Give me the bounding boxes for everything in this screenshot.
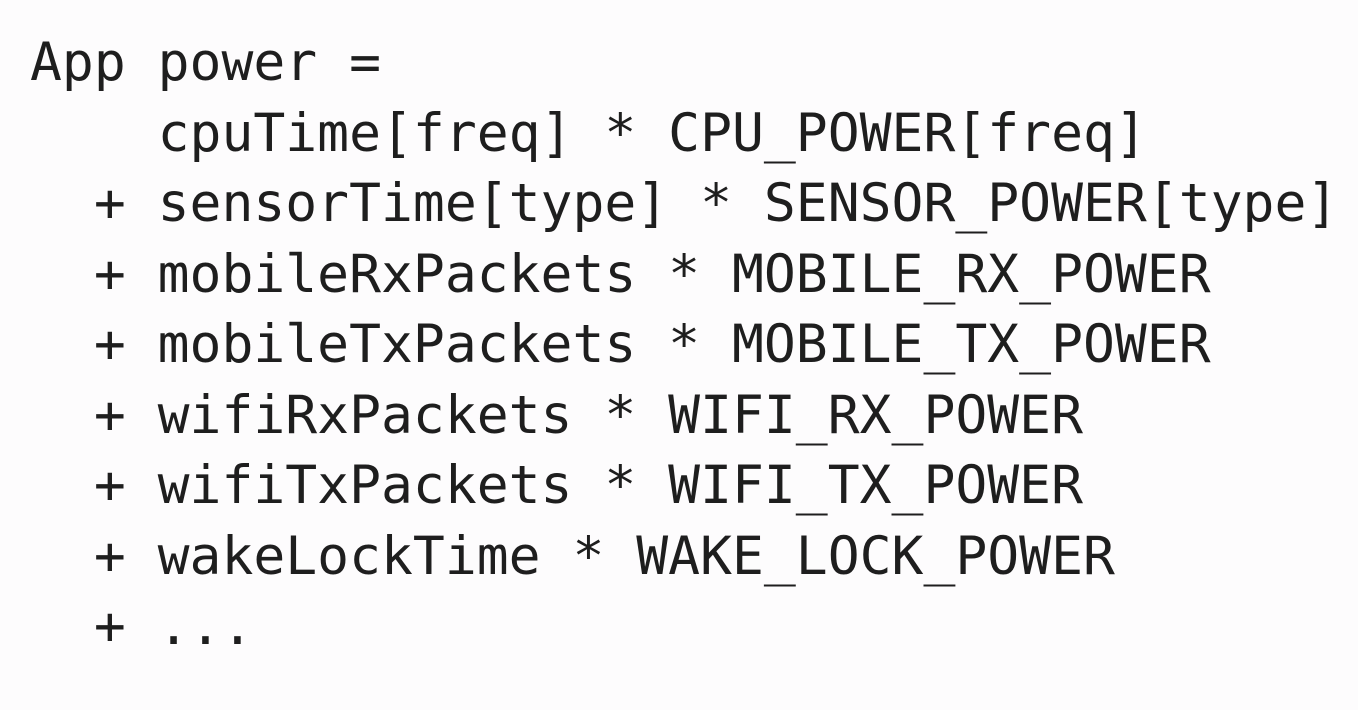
formula-line-mobile-tx: + mobileTxPackets * MOBILE_TX_POWER [30, 314, 1211, 375]
formula-line-app-power: App power = [30, 32, 381, 93]
app-power-formula: App power = cpuTime[freq] * CPU_POWER[fr… [30, 28, 1338, 663]
formula-line-ellipsis: + ... [30, 596, 254, 657]
formula-line-cpu: cpuTime[freq] * CPU_POWER[freq] [30, 102, 1147, 164]
formula-line-mobile-rx: + mobileRxPackets * MOBILE_RX_POWER [30, 243, 1211, 305]
formula-line-sensor: + sensorTime[type] * SENSOR_POWER[type] [30, 173, 1339, 234]
formula-line-wifi-tx: + wifiTxPackets * WIFI_TX_POWER [30, 455, 1083, 516]
formula-line-wakelock: + wakeLockTime * WAKE_LOCK_POWER [30, 525, 1115, 587]
formula-line-wifi-rx: + wifiRxPackets * WIFI_RX_POWER [30, 384, 1083, 446]
